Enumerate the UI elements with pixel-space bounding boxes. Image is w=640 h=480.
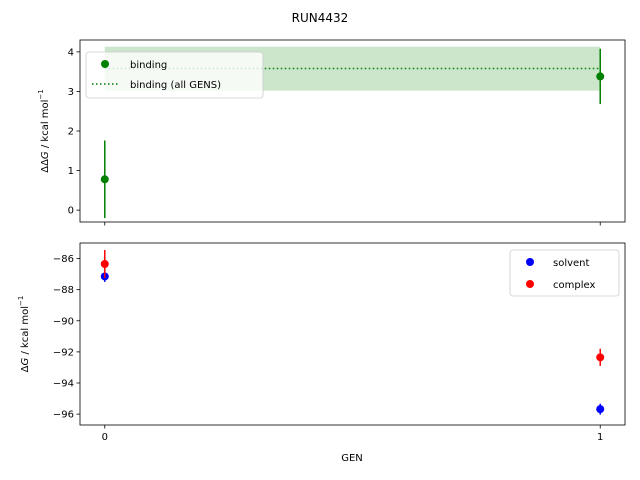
energy-marks: [100, 250, 605, 415]
binding-marks: [100, 48, 605, 219]
x-axis-label: GEN: [341, 453, 363, 464]
legend-label-binding-all-gens: binding (all GENS): [130, 80, 221, 91]
energy-y-tick-label-94: −94: [53, 379, 74, 390]
legend-label-solvent: solvent: [553, 258, 590, 269]
energy-y-axis-label: ΔG / kcal mol−1: [17, 296, 31, 373]
binding-y-axis: 0 1 2 3 4: [68, 47, 80, 217]
energy-y-tick-label-86: −86: [53, 254, 74, 265]
binding-point-0: [100, 175, 109, 184]
legend-marker-solvent: [526, 258, 534, 266]
energy-x-tick-label-1: 1: [597, 432, 603, 443]
legend-label-binding: binding: [130, 60, 167, 71]
solvent-point-1: [596, 405, 605, 414]
energy-legend: solvent complex: [509, 249, 620, 297]
energy-y-tick-label-96: −96: [53, 410, 74, 421]
binding-x-axis: [104, 222, 601, 226]
energy-y-tick-label-90: −90: [53, 316, 74, 327]
binding-point-1: [596, 72, 605, 81]
binding-panel: 0 1 2 3 4 ΔΔG / kcal mol−1 binding binding (…: [37, 39, 626, 226]
energy-y-axis: −86 −88 −90 −92 −94 −96: [53, 254, 80, 421]
energy-y-tick-label-92: −92: [53, 347, 74, 358]
energy-legend-box: [509, 249, 620, 297]
complex-point-1: [596, 353, 605, 362]
complex-point-0: [100, 260, 109, 268]
binding-legend: binding binding (all GENS): [85, 51, 264, 99]
binding-y-tick-label-1: 1: [68, 166, 74, 177]
energy-x-tick-label-0: 0: [102, 432, 108, 443]
binding-y-tick-label-3: 3: [68, 87, 74, 98]
legend-label-complex: complex: [553, 280, 595, 291]
energy-y-tick-label-88: −88: [53, 285, 74, 296]
binding-legend-box: [85, 51, 264, 99]
energy-plot-frame: [79, 242, 626, 426]
legend-marker-binding: [101, 60, 109, 68]
chart-title: RUN4432: [292, 11, 349, 25]
binding-y-axis-label: ΔΔG / kcal mol−1: [37, 89, 51, 173]
legend-marker-complex: [526, 280, 534, 288]
binding-y-tick-label-4: 4: [68, 47, 74, 58]
binding-y-tick-label-0: 0: [68, 206, 74, 217]
binding-y-tick-label-2: 2: [68, 127, 74, 138]
